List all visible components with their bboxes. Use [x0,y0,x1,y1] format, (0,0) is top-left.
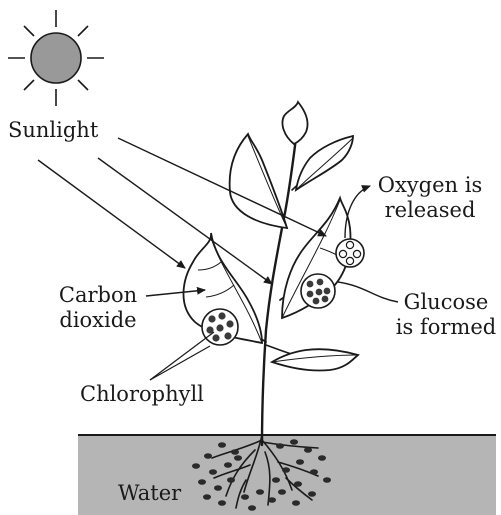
label-carbon-line1: Carbon [48,283,148,307]
chlorophyll-cell [202,309,238,345]
glucose-pointer [338,282,398,302]
sun-icon [8,10,104,106]
label-oxygen-line2: released [370,198,490,222]
label-glucose-line2: is formed [394,315,498,339]
chlorophyll-pointers [150,332,214,380]
label-glucose-line1: Glucose [394,290,498,314]
label-sunlight: Sunlight [8,118,98,142]
oxygen-bubble-cell [336,239,364,267]
label-carbon-line2: dioxide [48,308,148,332]
leaf-top [282,102,307,144]
label-chlorophyll: Chlorophyll [80,382,204,406]
label-water: Water [118,481,181,505]
chloroplast-cell-right [301,274,335,308]
label-oxygen-line1: Oxygen is [370,173,490,197]
sunlight-arrows [38,138,326,284]
